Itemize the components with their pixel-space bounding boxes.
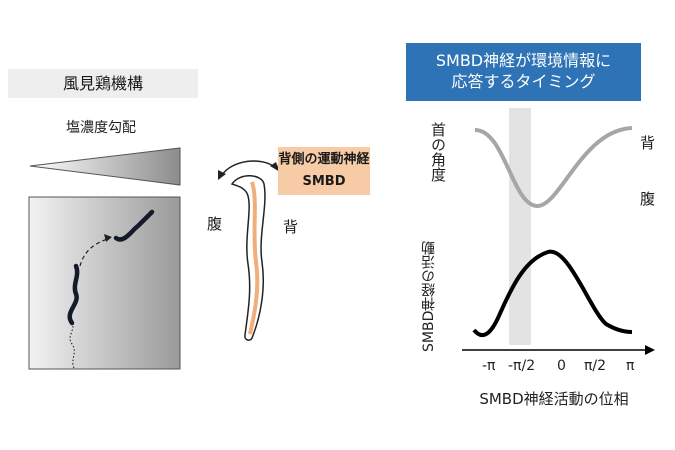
salt-gradient-wedge — [30, 148, 180, 185]
smbd-activity-axis-label: SMBD神経の活動 — [422, 232, 437, 352]
x-tick-neg-half-pi: -π/2 — [508, 358, 535, 374]
x-tick-zero: 0 — [557, 358, 566, 374]
x-tick-pi: π — [626, 358, 634, 374]
motor-neuron-label-line2: SMBD — [278, 175, 370, 189]
x-axis-label: SMBD神経活動の位相 — [444, 388, 664, 409]
x-tick-half-pi: π/2 — [584, 358, 606, 374]
timing-title-line1: SMBD神経が環境情報に — [406, 50, 641, 71]
highlight-band — [509, 108, 531, 345]
salt-gradient-field — [29, 197, 180, 369]
neck-angle-axis-label: 首の角度 — [425, 122, 447, 182]
ventral-side-label: 腹 — [640, 188, 655, 209]
dorsal-side-label: 背 — [640, 132, 655, 153]
x-axis-arrowhead — [645, 345, 655, 355]
smbd-activity-curve — [474, 252, 632, 336]
worm-dorsal-label: 背 — [283, 216, 298, 237]
bending-arrow — [222, 161, 276, 175]
neck-angle-curve — [475, 128, 632, 206]
timing-title-line2: 応答するタイミング — [406, 71, 641, 92]
worm-body-outline — [232, 176, 265, 340]
x-tick-neg-pi: -π — [482, 358, 495, 374]
motor-neuron-label: 背側の運動神経 SMBD — [278, 147, 370, 195]
timing-title: SMBD神経が環境情報に 応答するタイミング — [406, 43, 641, 101]
worm-ventral-label: 腹 — [207, 213, 222, 234]
motor-neuron-label-line1: 背側の運動神経 — [278, 153, 370, 167]
